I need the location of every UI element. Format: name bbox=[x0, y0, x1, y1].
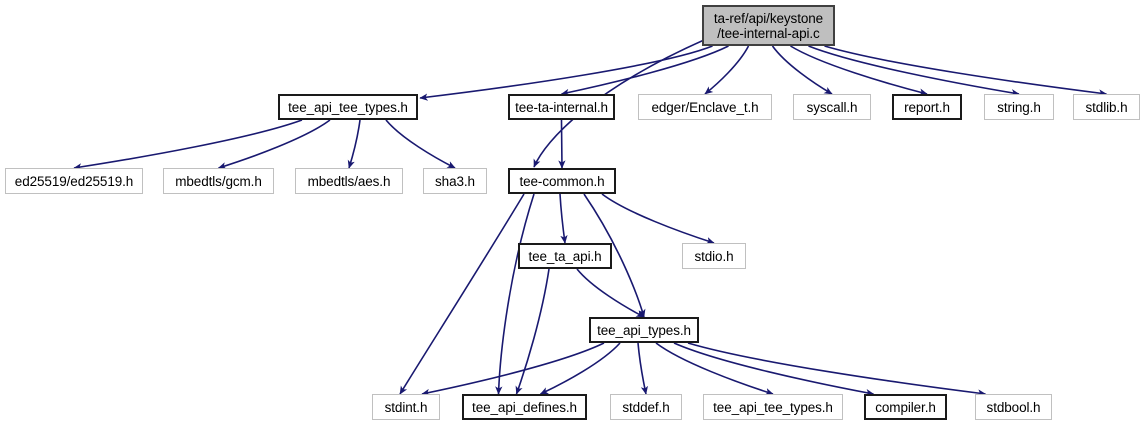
graph-edge-root-to-syscall bbox=[771, 45, 833, 95]
graph-edge-tee_ta_api-to-tee_api_types bbox=[576, 268, 645, 318]
graph-edge-tee_api_types-to-stdbool bbox=[687, 342, 987, 397]
graph-node-label: stddef.h bbox=[622, 399, 670, 415]
graph-edge-tee_common-to-tee_ta_api bbox=[559, 193, 568, 244]
graph-node-mbedtls_aes[interactable]: mbedtls/aes.h bbox=[295, 168, 403, 194]
graph-node-report[interactable]: report.h bbox=[892, 94, 962, 120]
graph-node-tee_common[interactable]: tee-common.h bbox=[508, 168, 616, 194]
graph-node-label: stdlib.h bbox=[1085, 99, 1128, 115]
graph-node-syscall[interactable]: syscall.h bbox=[793, 94, 871, 120]
graph-edge-root-to-report bbox=[790, 45, 928, 96]
graph-edge-root-to-stdlib bbox=[824, 45, 1108, 97]
graph-node-sha3[interactable]: sha3.h bbox=[423, 168, 487, 194]
graph-node-enclave_t[interactable]: edger/Enclave_t.h bbox=[638, 94, 772, 120]
graph-node-label: ed25519/ed25519.h bbox=[14, 173, 134, 189]
graph-node-label: stdbool.h bbox=[986, 399, 1041, 415]
graph-node-label: stdio.h bbox=[694, 248, 734, 264]
graph-edge-tee_common-to-stdint bbox=[399, 193, 525, 395]
graph-node-label: sha3.h bbox=[435, 173, 475, 189]
graph-node-label: string.h bbox=[997, 99, 1041, 115]
graph-node-label: mbedtls/aes.h bbox=[307, 173, 391, 189]
graph-edge-root-to-enclave_t bbox=[704, 45, 750, 95]
graph-node-root[interactable]: ta-ref/api/keystone /tee-internal-api.c bbox=[702, 5, 835, 46]
graph-node-tee_api_tee_types_top[interactable]: tee_api_tee_types.h bbox=[278, 94, 418, 120]
graph-node-label: tee-ta-internal.h bbox=[515, 99, 608, 115]
graph-edge-tee_api_tee_types_top-to-mbedtls_aes bbox=[347, 119, 361, 169]
graph-node-label: tee_api_tee_types.h bbox=[713, 399, 833, 415]
graph-edge-tee_api_types-to-stddef bbox=[637, 342, 648, 395]
graph-node-label: stdint.h bbox=[384, 399, 428, 415]
graph-node-label: ta-ref/api/keystone /tee-internal-api.c bbox=[713, 10, 824, 41]
graph-edge-tee_common-to-stdio bbox=[601, 193, 715, 245]
graph-edge-tee_common-to-tee_api_types bbox=[583, 193, 646, 318]
graph-node-label: report.h bbox=[904, 99, 950, 115]
graph-node-tee_api_tee_types_bottom[interactable]: tee_api_tee_types.h bbox=[703, 394, 843, 420]
graph-node-label: mbedtls/gcm.h bbox=[175, 173, 262, 189]
graph-node-label: syscall.h bbox=[806, 99, 858, 115]
graph-node-stddef[interactable]: stddef.h bbox=[610, 394, 682, 420]
graph-edge-tee_ta_internal-to-tee_common bbox=[558, 119, 566, 169]
graph-edge-root-to-tee_ta_internal bbox=[560, 45, 729, 97]
graph-edge-tee_api_tee_types_top-to-mbedtls_gcm bbox=[217, 119, 331, 170]
graph-node-label: tee_api_types.h bbox=[597, 322, 691, 338]
graph-node-ed25519[interactable]: ed25519/ed25519.h bbox=[5, 168, 143, 194]
graph-node-label: tee_ta_api.h bbox=[528, 248, 602, 264]
graph-edge-tee_api_types-to-stdint bbox=[421, 342, 605, 397]
graph-node-stdbool[interactable]: stdbool.h bbox=[975, 394, 1052, 420]
graph-edge-tee_api_tee_types_top-to-ed25519 bbox=[73, 119, 303, 171]
graph-edge-tee_api_tee_types_top-to-sha3 bbox=[385, 119, 456, 169]
graph-node-label: tee-common.h bbox=[519, 173, 605, 189]
graph-node-stdlib[interactable]: stdlib.h bbox=[1073, 94, 1140, 120]
graph-node-compiler[interactable]: compiler.h bbox=[864, 394, 947, 420]
graph-node-tee_ta_internal[interactable]: tee-ta-internal.h bbox=[508, 94, 615, 120]
graph-node-label: edger/Enclave_t.h bbox=[651, 99, 759, 115]
graph-node-string[interactable]: string.h bbox=[984, 94, 1054, 120]
graph-edge-tee_api_types-to-tee_api_defines bbox=[539, 342, 621, 395]
graph-edge-root-to-string bbox=[808, 45, 1020, 97]
graph-node-tee_api_defines[interactable]: tee_api_defines.h bbox=[462, 394, 587, 420]
graph-node-stdint[interactable]: stdint.h bbox=[372, 394, 440, 420]
graph-edge-tee_api_types-to-compiler bbox=[673, 342, 875, 397]
graph-edge-tee_ta_api-to-tee_api_defines bbox=[515, 268, 550, 395]
graph-node-mbedtls_gcm[interactable]: mbedtls/gcm.h bbox=[163, 168, 274, 194]
graph-node-label: tee_api_tee_types.h bbox=[288, 99, 408, 115]
graph-node-label: compiler.h bbox=[875, 399, 936, 415]
graph-node-tee_api_types[interactable]: tee_api_types.h bbox=[589, 317, 699, 343]
graph-edge-root-to-tee_api_tee_types_top bbox=[419, 45, 713, 101]
graph-node-stdio[interactable]: stdio.h bbox=[682, 243, 746, 269]
graph-edge-tee_common-to-tee_api_defines bbox=[495, 193, 535, 395]
graph-node-tee_ta_api[interactable]: tee_ta_api.h bbox=[518, 243, 612, 269]
graph-node-label: tee_api_defines.h bbox=[472, 399, 577, 415]
graph-edge-tee_api_types-to-tee_api_tee_types_bottom bbox=[655, 342, 774, 396]
